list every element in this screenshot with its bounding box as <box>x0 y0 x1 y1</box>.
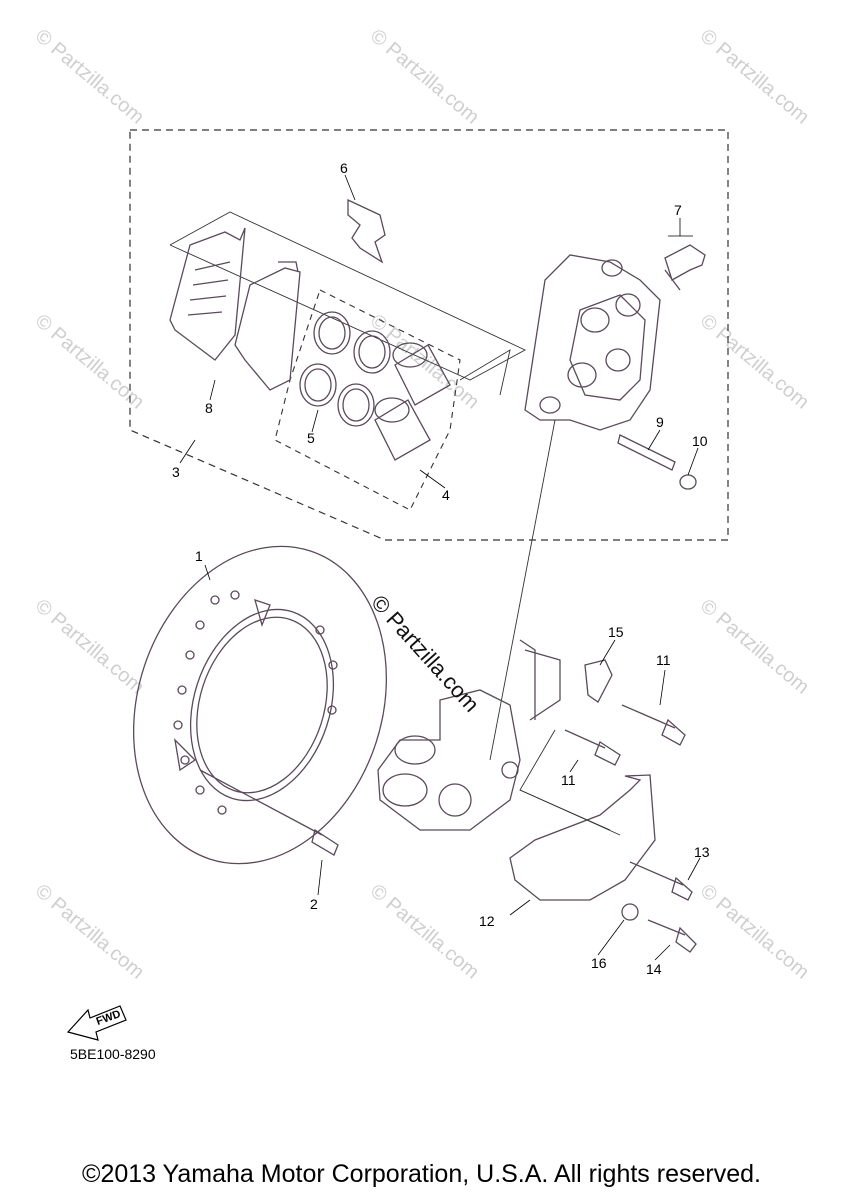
disc-bolt <box>199 769 339 856</box>
callout-14: 14 <box>646 961 662 977</box>
brake-pad-outer <box>169 227 246 361</box>
callout-9: 9 <box>656 414 664 430</box>
bolt-11-upper <box>621 704 686 746</box>
callout-8: 8 <box>205 400 213 416</box>
callout-15: 15 <box>608 624 624 640</box>
brake-pad-inner <box>234 261 301 391</box>
bolt-14 <box>647 919 697 953</box>
callout-11-upper: 11 <box>656 652 671 668</box>
callout-4: 4 <box>442 487 450 503</box>
caliper-pin <box>617 434 676 471</box>
washer-16 <box>621 903 639 921</box>
sensor-bracket <box>584 659 613 703</box>
callout-5: 5 <box>307 430 315 446</box>
pin-plug <box>679 474 697 490</box>
bleed-screw <box>664 244 706 291</box>
bolt-13 <box>629 861 693 901</box>
pistons <box>374 342 451 461</box>
callout-16: 16 <box>591 955 607 971</box>
callout-13: 13 <box>694 844 710 860</box>
callout-10: 10 <box>692 433 708 449</box>
fwd-arrow-icon <box>66 1005 127 1041</box>
diagram-code: 5BE100-8290 <box>70 1046 156 1062</box>
callout-2: 2 <box>310 896 318 912</box>
callout-1: 1 <box>195 548 203 564</box>
seal-kit-outline-dashed <box>274 289 461 511</box>
kit-outline-dashed <box>129 129 729 541</box>
bolt-11-lower <box>564 729 621 766</box>
callout-3: 3 <box>172 464 180 480</box>
callout-11-lower: 11 <box>561 772 576 788</box>
callout-7: 7 <box>674 202 682 218</box>
disc-guard <box>509 774 656 901</box>
caliper-body <box>524 254 661 431</box>
callout-6: 6 <box>340 160 348 176</box>
callout-12: 12 <box>479 913 495 929</box>
fork-lower <box>377 639 561 831</box>
piston-seals <box>299 311 391 427</box>
copyright-footer: ©2013 Yamaha Motor Corporation, U.S.A. A… <box>82 1160 761 1188</box>
brake-disc <box>132 545 388 865</box>
pad-spring <box>347 198 386 264</box>
